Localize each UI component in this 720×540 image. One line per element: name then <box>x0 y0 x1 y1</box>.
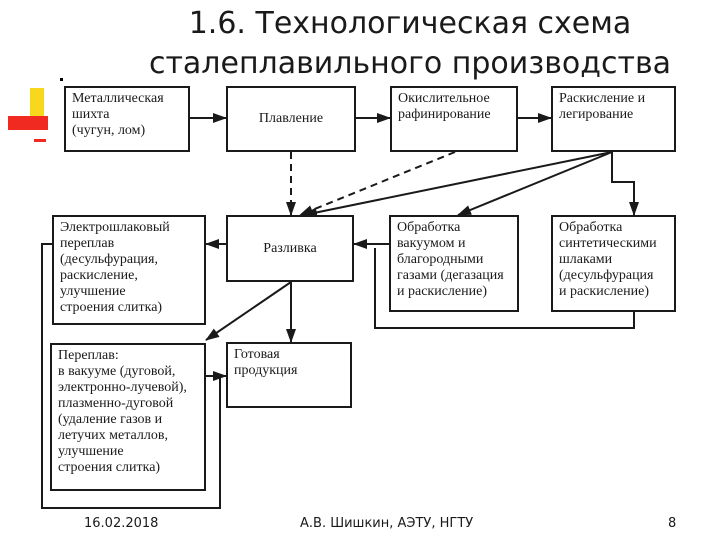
arrow-oxidizing-to-casting-dashed <box>299 151 456 216</box>
node-metal-charge-label: Металлическая шихта (чугун, лом) <box>72 91 164 138</box>
node-oxidizing-refining: Окислительное рафинирование <box>390 86 518 152</box>
node-remelting-label: Переплав: в вакууме (дуговой, электронно… <box>58 348 187 475</box>
arrow-deoxidation-to-vacuum <box>457 151 613 216</box>
decor-red-bar <box>8 116 48 130</box>
node-electroslag-remelting-label: Электрошлаковый переплав (десульфурация,… <box>60 220 170 315</box>
node-melting: Плавление <box>226 86 356 152</box>
arrow-deoxidation-to-casting <box>303 151 613 218</box>
line-synthetic-slag-to-casting <box>374 248 635 329</box>
node-casting: Разливка <box>226 215 354 282</box>
arrow-casting-to-remelting <box>205 281 292 341</box>
node-deoxidation-alloying: Раскисление и легирование <box>551 86 676 152</box>
node-finished-products-label: Готовая продукция <box>234 347 298 378</box>
node-oxidizing-refining-label: Окислительное рафинирование <box>398 91 491 122</box>
decor-red-dash <box>34 139 46 142</box>
node-electroslag-remelting: Электрошлаковый переплав (десульфурация,… <box>52 215 206 325</box>
node-vacuum-treatment-label: Обработка вакуумом и благородными газами… <box>397 220 504 299</box>
node-metal-charge: Металлическая шихта (чугун, лом) <box>64 86 190 152</box>
footer-page-number: 8 <box>668 516 677 531</box>
node-remelting: Переплав: в вакууме (дуговой, электронно… <box>50 343 206 491</box>
node-finished-products: Готовая продукция <box>226 342 352 408</box>
node-synthetic-slag-treatment: Обработка синтетическими шлаками (десуль… <box>551 215 676 312</box>
line-esr-to-finished-loop <box>41 243 221 509</box>
slide-title-line-1: 1.6. Технологическая схема <box>188 6 632 41</box>
footer-date: 16.02.2018 <box>84 516 159 531</box>
decor-dot <box>60 78 63 81</box>
node-synthetic-slag-treatment-label: Обработка синтетическими шлаками (десуль… <box>559 220 657 299</box>
arrow-deoxidation-to-synthetic-slag <box>611 152 639 216</box>
node-casting-label: Разливка <box>263 240 317 256</box>
slide-title-line-2: сталеплавильного производства <box>148 46 672 81</box>
node-melting-label: Плавление <box>258 111 324 126</box>
node-deoxidation-alloying-label: Раскисление и легирование <box>559 91 646 122</box>
footer-author: А.В. Шишкин, АЭТУ, НГТУ <box>300 516 474 531</box>
node-vacuum-treatment: Обработка вакуумом и благородными газами… <box>389 215 519 312</box>
slide-title: 1.6. Технологическая схема сталеплавильн… <box>110 4 710 84</box>
